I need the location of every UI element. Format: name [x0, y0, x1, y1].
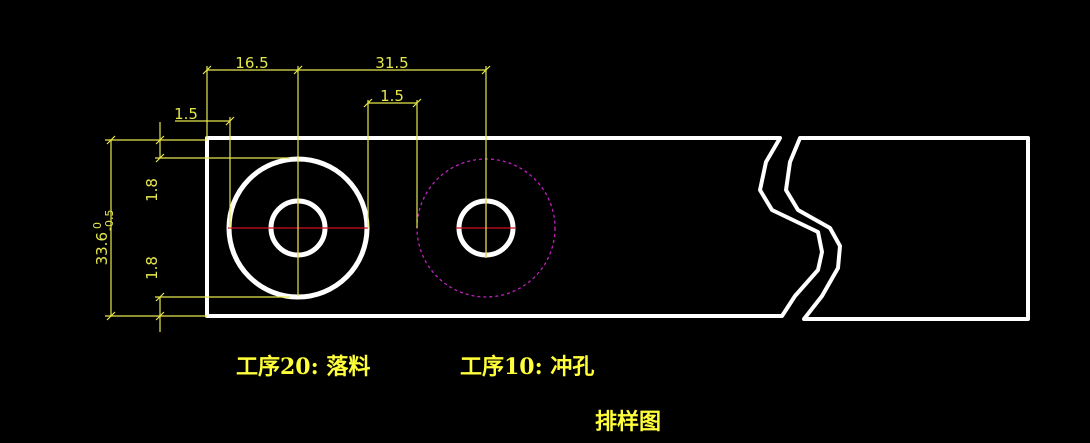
dimension-lines — [105, 65, 491, 332]
dim-pitch-left: 16.5 — [235, 54, 268, 72]
dim-strip-tol-lower: -0.5 — [103, 210, 116, 231]
dim-side-bottom: 1.8 — [143, 256, 161, 280]
dim-strip-width: 33.6 — [93, 232, 111, 265]
dim-strip-tol-upper: 0 — [91, 222, 104, 229]
dim-pitch-right: 31.5 — [375, 54, 408, 72]
dim-margin-left: 1.5 — [174, 105, 198, 123]
dim-strip-width-group: 33.6 0 -0.5 — [91, 210, 116, 266]
label-step10: 工序10: 冲孔 — [460, 354, 594, 380]
dim-margin-mid: 1.5 — [380, 87, 404, 105]
strip-outline-left — [205, 136, 824, 318]
dim-side-top: 1.8 — [143, 178, 161, 202]
label-step20: 工序20: 落料 — [236, 354, 370, 380]
strip-outline-right — [784, 136, 1030, 321]
layout-title: 排样图 — [595, 409, 661, 435]
